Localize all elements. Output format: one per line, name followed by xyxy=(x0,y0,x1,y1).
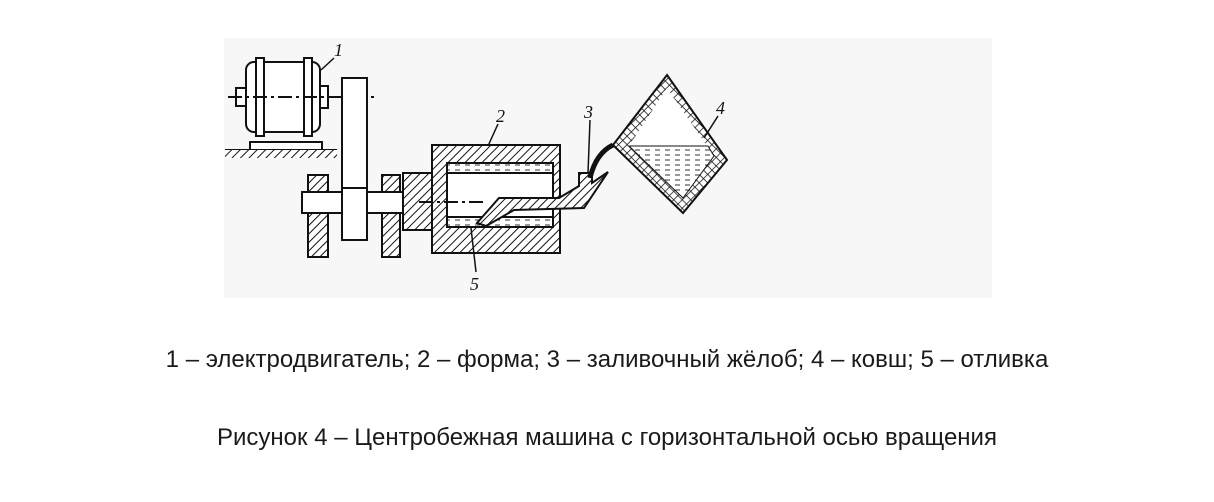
figure-legend: 1 – электродвигатель; 2 – форма; 3 – зал… xyxy=(165,346,1049,373)
diagram-drawing: 1 2 3 4 5 xyxy=(225,40,729,294)
ladle xyxy=(587,73,729,215)
callout-2: 2 xyxy=(496,106,505,126)
centrifugal-machine-diagram: 1 2 3 4 5 xyxy=(224,38,992,298)
callout-3: 3 xyxy=(583,102,593,122)
callout-4: 4 xyxy=(716,98,725,118)
electric-motor xyxy=(225,57,374,158)
callout-5: 5 xyxy=(470,274,479,294)
callout-1: 1 xyxy=(334,40,343,60)
bearing-left xyxy=(307,174,329,258)
bearing-right xyxy=(381,174,401,258)
figure-caption: Рисунок 4 – Центробежная машина с горизо… xyxy=(217,424,997,451)
